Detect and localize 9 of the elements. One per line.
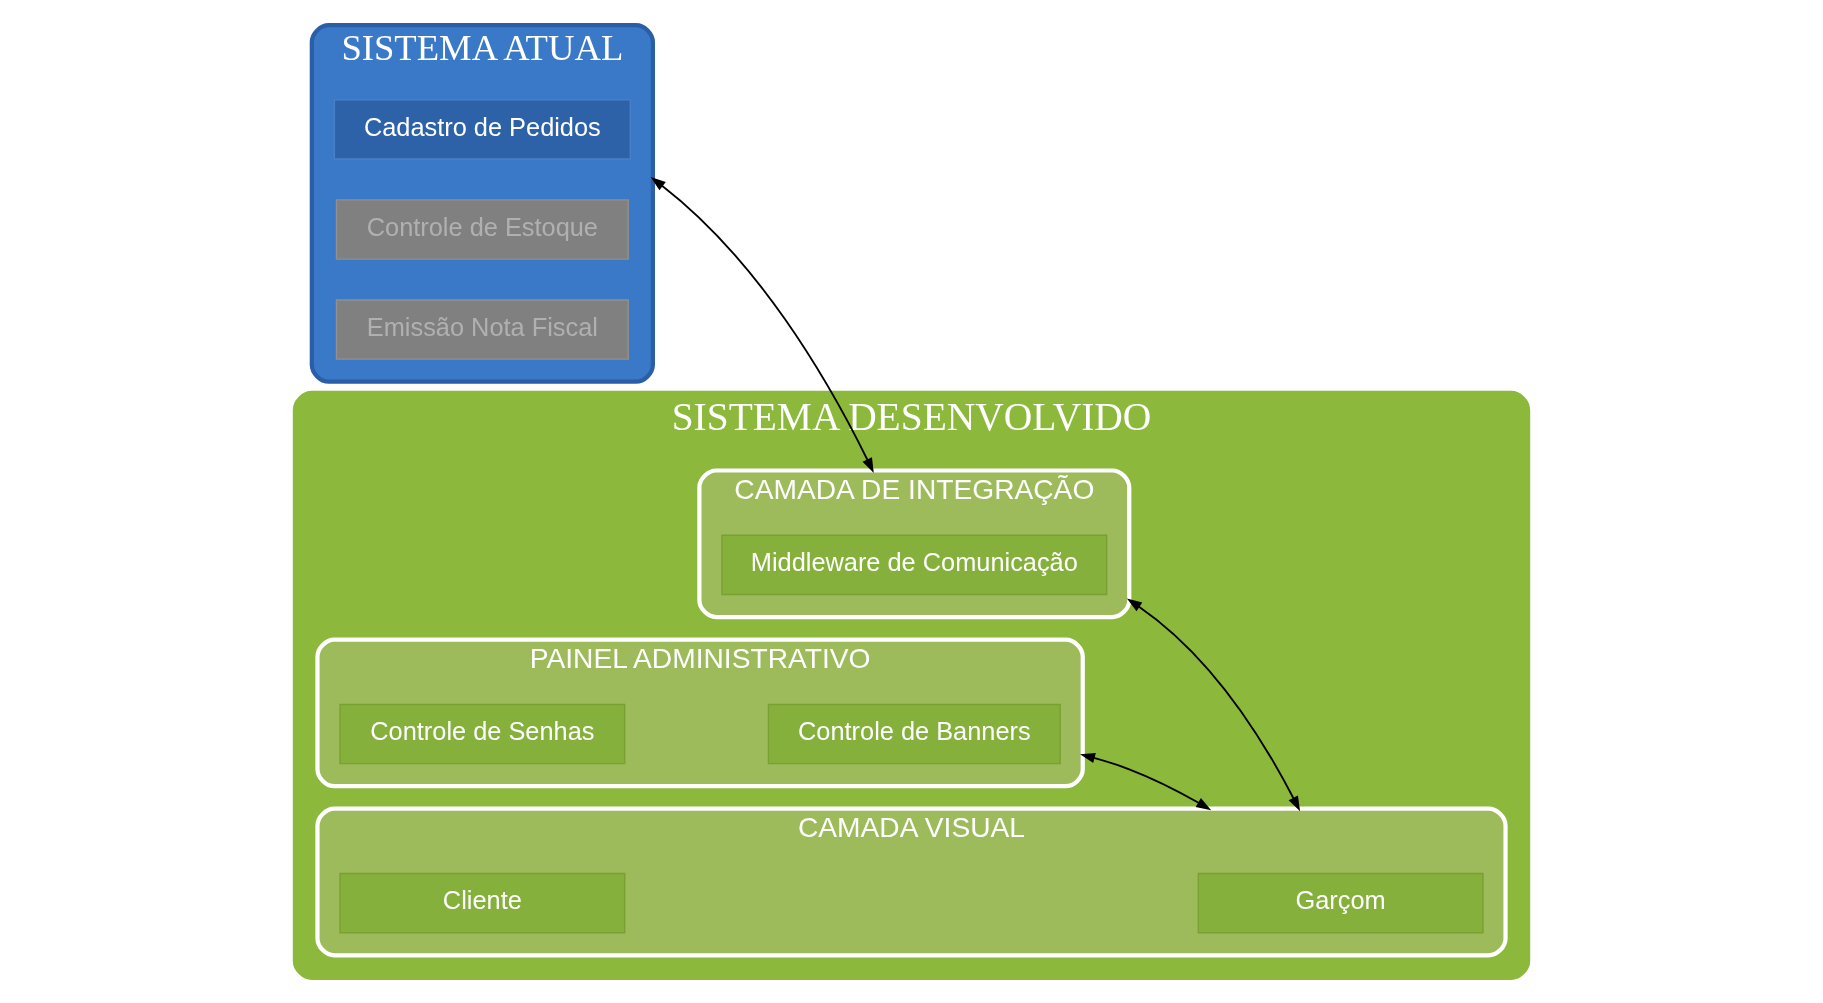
node-box: Middleware de Comunicação	[721, 534, 1108, 596]
arrow	[650, 177, 874, 473]
node-box: Garçom	[1197, 872, 1484, 934]
node-box: Cadastro de Pedidos	[333, 99, 632, 160]
node-box: Controle de Banners	[767, 703, 1061, 765]
arrow	[1126, 598, 1301, 812]
node-box: Cliente	[339, 872, 626, 934]
node-box: Controle de Senhas	[339, 703, 626, 765]
arrow	[1080, 752, 1212, 811]
